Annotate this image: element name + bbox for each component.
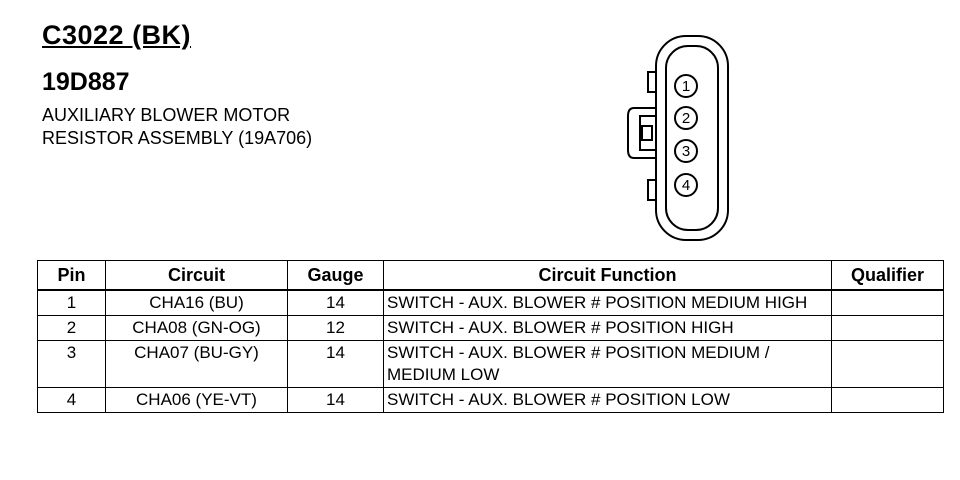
table-header-row: Pin Circuit Gauge Circuit Function Quali… <box>37 260 944 291</box>
pin-4-circle <box>674 173 698 197</box>
cell-pin: 4 <box>37 387 106 413</box>
connector-upper-tab <box>647 71 656 93</box>
pin-1-label: 1 <box>682 78 690 95</box>
table-row: 1 CHA16 (BU) 14 SWITCH - AUX. BLOWER # P… <box>37 289 944 316</box>
cell-function: SWITCH - AUX. BLOWER # POSITION LOW <box>383 387 832 413</box>
part-number: 19D887 <box>42 68 130 96</box>
connector-face-diagram: 1 2 3 4 <box>627 35 729 241</box>
pinout-table: Pin Circuit Gauge Circuit Function Quali… <box>37 260 944 413</box>
connector-latch <box>627 107 656 159</box>
cell-pin: 1 <box>37 289 106 316</box>
description-line-1: AUXILIARY BLOWER MOTOR <box>42 105 291 125</box>
cell-gauge: 14 <box>287 387 384 413</box>
cell-circuit: CHA08 (GN-OG) <box>105 315 288 341</box>
table-row: 4 CHA06 (YE-VT) 14 SWITCH - AUX. BLOWER … <box>37 387 944 413</box>
header-circuit-function: Circuit Function <box>383 260 832 291</box>
cell-circuit: CHA06 (YE-VT) <box>105 387 288 413</box>
cell-qualifier <box>831 315 944 341</box>
table-row: 2 CHA08 (GN-OG) 12 SWITCH - AUX. BLOWER … <box>37 315 944 341</box>
connector-id-title: C3022 (BK) <box>42 20 192 50</box>
cell-qualifier <box>831 289 944 316</box>
header-pin: Pin <box>37 260 106 291</box>
pin-1-circle <box>674 74 698 98</box>
pin-3-circle <box>674 139 698 163</box>
description-line-2: RESISTOR ASSEMBLY (19A706) <box>42 128 313 148</box>
connector-lower-tab <box>647 179 656 201</box>
pin-3-label: 3 <box>682 143 690 160</box>
connector-inner-shell <box>665 45 719 231</box>
pin-2-label: 2 <box>682 110 690 127</box>
connector-outer-shell <box>655 35 729 241</box>
cell-gauge: 14 <box>287 289 384 316</box>
cell-qualifier <box>831 387 944 413</box>
cell-gauge: 14 <box>287 340 384 388</box>
header-qualifier: Qualifier <box>831 260 944 291</box>
cell-function: SWITCH - AUX. BLOWER # POSITION MEDIUM H… <box>383 289 832 316</box>
header-gauge: Gauge <box>287 260 384 291</box>
table-row: 3 CHA07 (BU-GY) 14 SWITCH - AUX. BLOWER … <box>37 340 944 388</box>
cell-pin: 3 <box>37 340 106 388</box>
cell-circuit: CHA07 (BU-GY) <box>105 340 288 388</box>
component-description: AUXILIARY BLOWER MOTOR RESISTOR ASSEMBLY… <box>42 104 312 150</box>
cell-pin: 2 <box>37 315 106 341</box>
cell-circuit: CHA16 (BU) <box>105 289 288 316</box>
pin-4-label: 4 <box>682 177 690 194</box>
cell-function: SWITCH - AUX. BLOWER # POSITION MEDIUM /… <box>383 340 832 388</box>
cell-gauge: 12 <box>287 315 384 341</box>
connector-latch-inner <box>639 115 656 151</box>
header-circuit: Circuit <box>105 260 288 291</box>
cell-function: SWITCH - AUX. BLOWER # POSITION HIGH <box>383 315 832 341</box>
pin-2-circle <box>674 106 698 130</box>
latch-catch <box>641 125 653 141</box>
cell-qualifier <box>831 340 944 388</box>
